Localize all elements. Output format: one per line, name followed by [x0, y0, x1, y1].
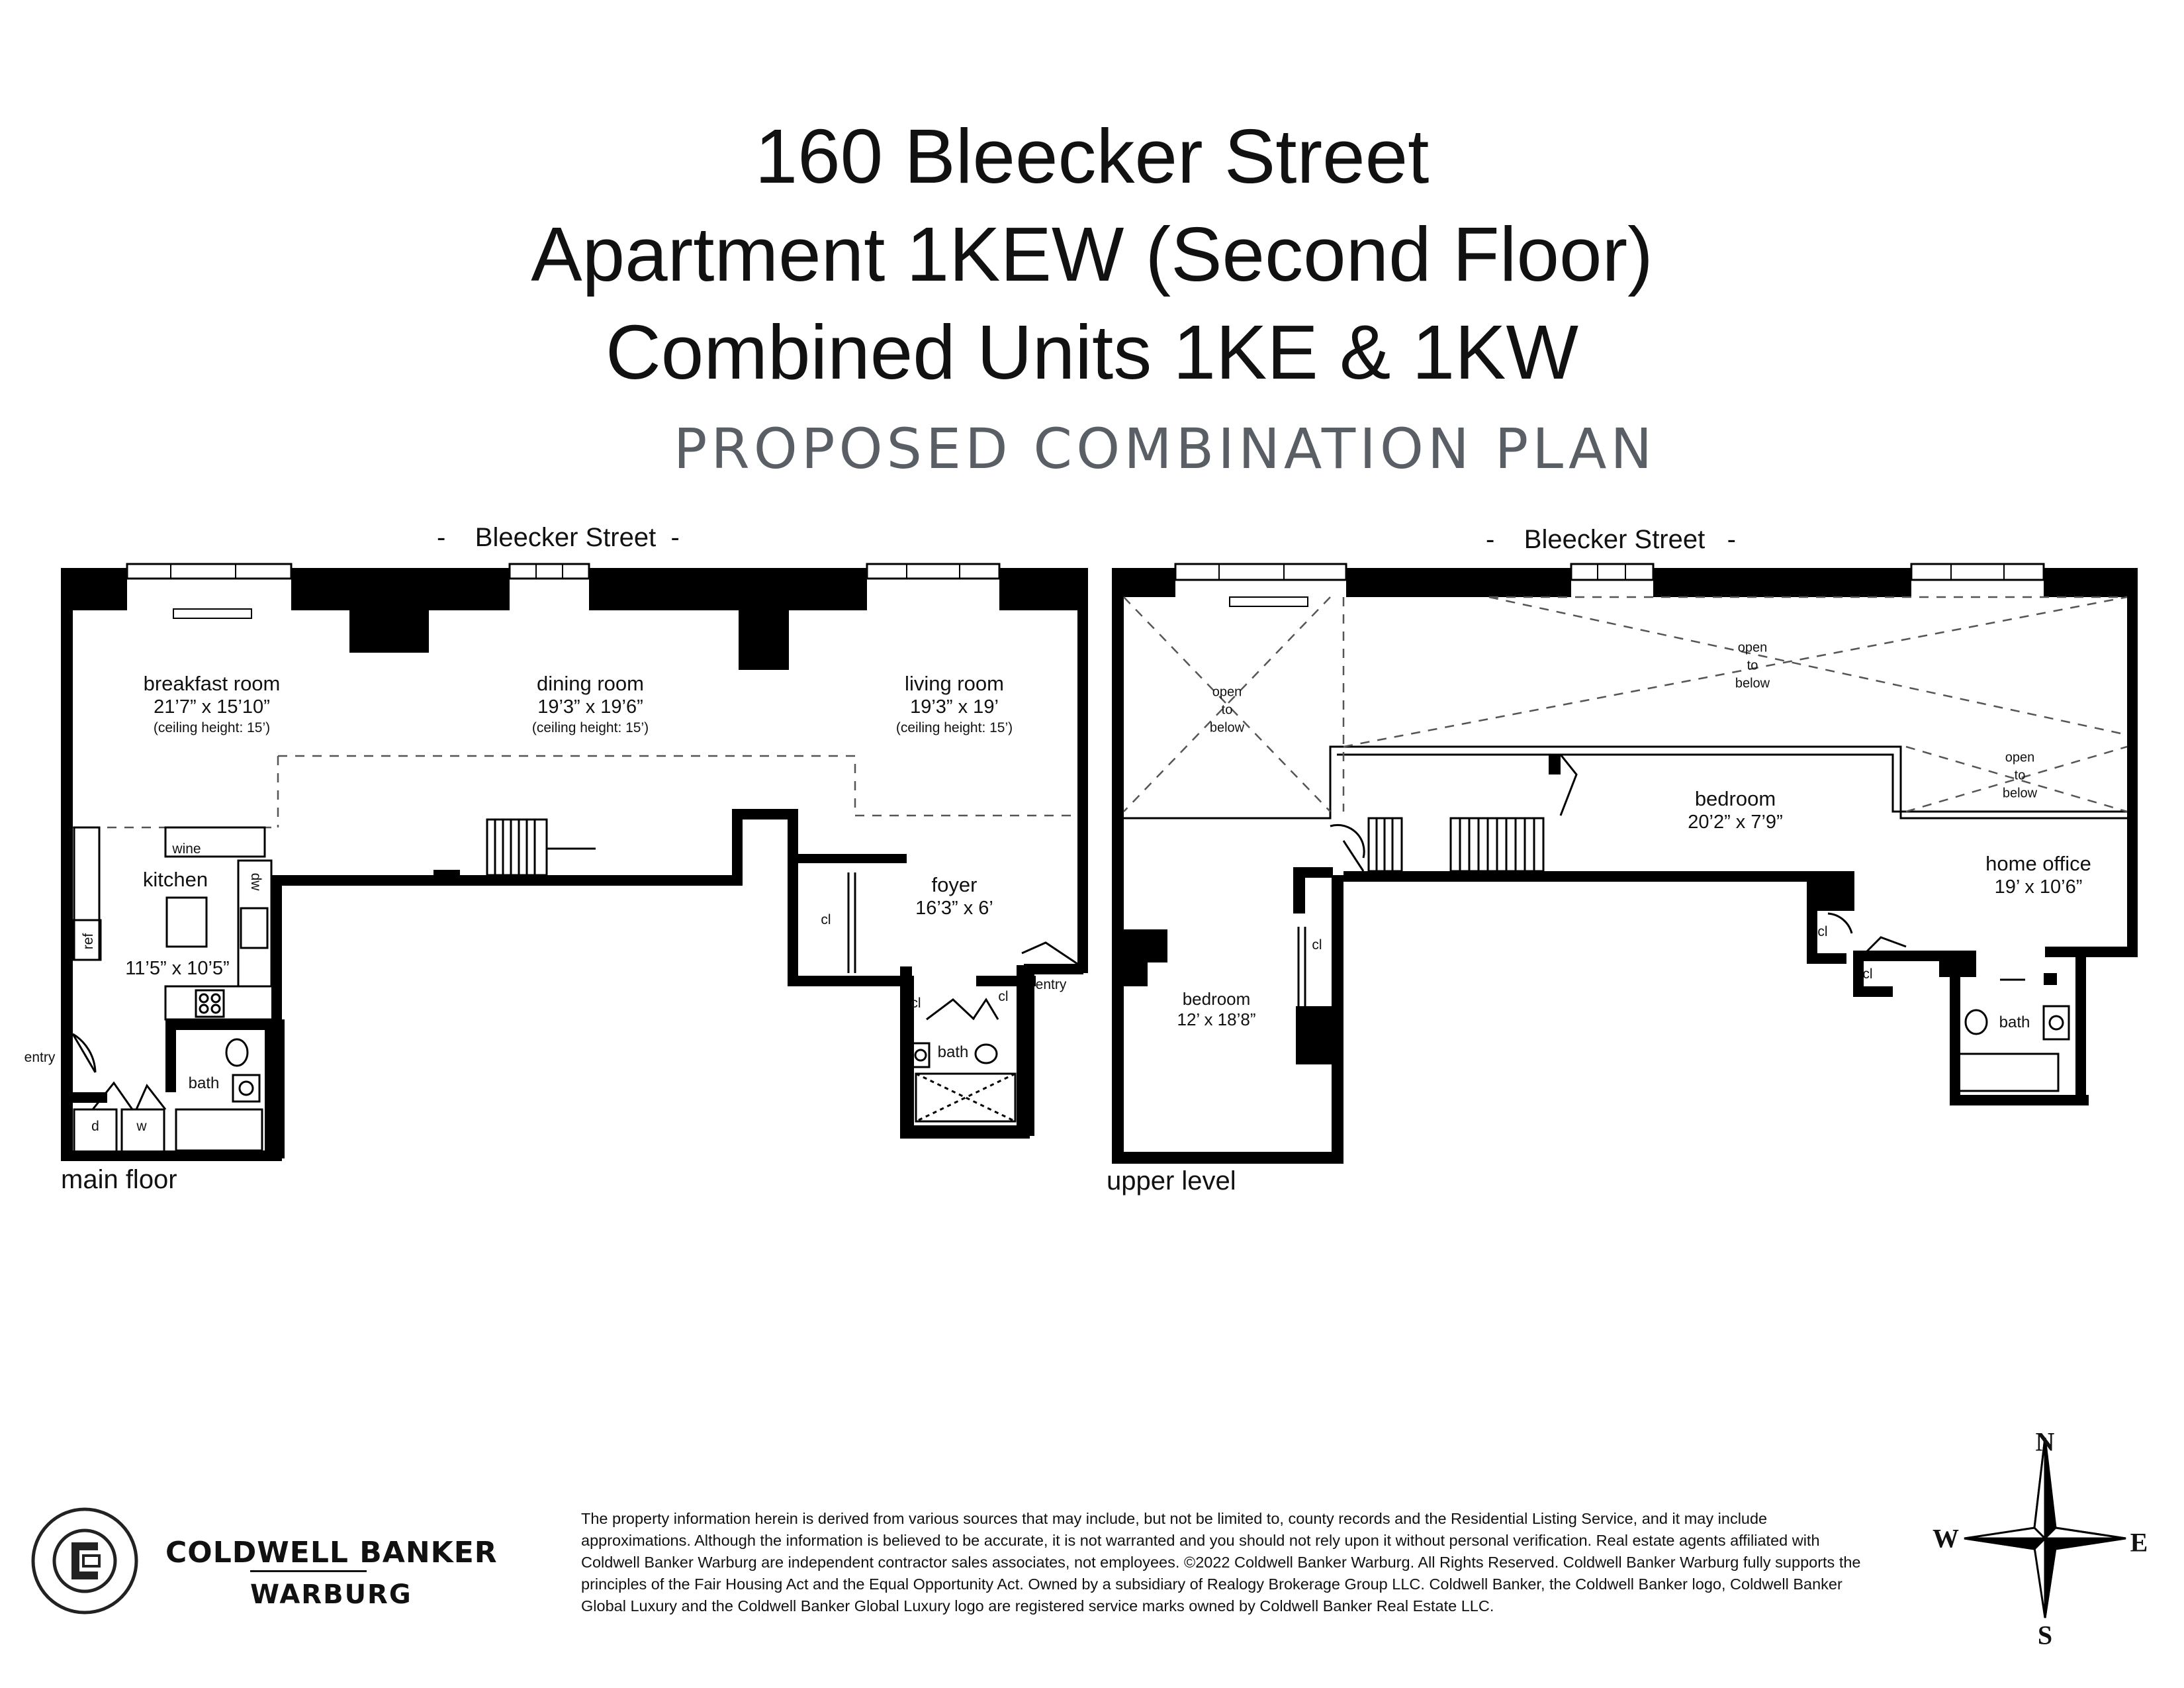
- below-word: below: [1209, 720, 1245, 735]
- room-kitchen-dims: 11’5” x 10’5”: [125, 957, 229, 980]
- compass-south: S: [2037, 1620, 2053, 1650]
- room-dims: 19’3” x 19’6”: [537, 696, 643, 718]
- room-dims: 20’2” x 7’9”: [1688, 812, 1783, 833]
- column-2: [739, 576, 789, 670]
- room-dims: 21’7” x 15’10”: [154, 696, 270, 718]
- room-name: breakfast room: [143, 672, 281, 695]
- disclaimer-text: The property information herein is deriv…: [581, 1510, 1861, 1615]
- title-line-1: 160 Bleecker Street: [754, 113, 1430, 199]
- room-name: foyer: [931, 873, 978, 896]
- compass-east: E: [2130, 1527, 2148, 1558]
- level-label-main: main floor: [61, 1165, 177, 1194]
- room-dims: 11’5” x 10’5”: [125, 958, 230, 979]
- open-word: open: [2005, 750, 2035, 765]
- room-name: kitchen: [142, 868, 208, 891]
- label-closet-foyer: cl: [821, 912, 831, 927]
- title-line-2: Apartment 1KEW (Second Floor): [531, 211, 1653, 297]
- room-dims: 19’3” x 19’: [910, 696, 999, 718]
- room-dining: dining room 19’3” x 19’6” (ceiling heigh…: [532, 671, 649, 737]
- plan-subtitle: PROPOSED COMBINATION PLAN: [673, 416, 1657, 481]
- open-word: open: [1737, 640, 1768, 655]
- room-name: bedroom: [1694, 787, 1776, 810]
- to-word: to: [2014, 768, 2026, 783]
- label-bath-right: bath: [937, 1043, 969, 1061]
- title-line-3: Combined Units 1KE & 1KW: [606, 309, 1578, 395]
- to-word: to: [1221, 702, 1233, 718]
- room-name: bedroom: [1182, 989, 1251, 1009]
- level-label-upper: upper level: [1107, 1166, 1236, 1196]
- label-entry-right: entry: [1035, 977, 1067, 992]
- room-foyer: foyer 16’3” x 6’: [915, 872, 993, 920]
- room-bedroom-main: bedroom 20’2” x 7’9”: [1688, 786, 1782, 834]
- main-right-wall: [1077, 568, 1088, 973]
- label-ref: ref: [81, 933, 96, 950]
- label-entry-left: entry: [24, 1050, 56, 1065]
- room-kitchen: kitchen: [143, 867, 208, 892]
- room-ceiling: (ceiling height: 15’): [531, 720, 649, 735]
- brand-name: COLDWELL BANKER: [165, 1536, 498, 1570]
- room-home-office: home office 19’ x 10’6”: [1985, 851, 2091, 899]
- open-to-below-2: open to below: [1735, 639, 1770, 693]
- room-ceiling: (ceiling height: 15’): [153, 720, 271, 735]
- upper-left-wall: [1112, 568, 1124, 1157]
- room-name: home office: [1985, 852, 2091, 875]
- below-word: below: [1735, 676, 1770, 691]
- label-closet-upper-a: cl: [1817, 924, 1828, 939]
- label-closet-upper-b: cl: [1862, 966, 1873, 982]
- upper-level-street-label: - Bleecker Street -: [1486, 525, 1736, 554]
- room-dims: 12’ x 18’8”: [1177, 1009, 1256, 1030]
- column-1: [349, 576, 429, 653]
- below-word: below: [2002, 786, 2038, 801]
- room-name: dining room: [537, 672, 644, 695]
- label-bath-upper: bath: [1999, 1013, 2030, 1031]
- room-bedroom-small: bedroom 12’ x 18’8”: [1177, 989, 1256, 1030]
- room-dims: 19’ x 10’6”: [1994, 876, 2083, 898]
- main-left-wall: [61, 568, 73, 1158]
- upper-bottom-wall: [1112, 1152, 1343, 1164]
- label-dishwasher: dw: [248, 872, 263, 891]
- brand-office: WARBURG: [250, 1579, 412, 1610]
- label-closet-b: cl: [998, 989, 1009, 1004]
- room-living: living room 19’3” x 19’ (ceiling height:…: [896, 671, 1013, 737]
- open-to-below-3: open to below: [2003, 749, 2037, 803]
- compass-west: W: [1933, 1523, 1959, 1554]
- room-breakfast: breakfast room 21’7” x 15’10” (ceiling h…: [144, 671, 281, 737]
- label-bath-left: bath: [188, 1074, 220, 1092]
- room-dims: 16’3” x 6’: [915, 898, 993, 919]
- room-ceiling: (ceiling height: 15’): [895, 720, 1013, 735]
- label-dryer: d: [91, 1119, 99, 1134]
- global-luxury-logo: [31, 1507, 138, 1615]
- room-name: living room: [905, 672, 1004, 695]
- compass-rose-icon: [1964, 1437, 2126, 1618]
- label-wine: wine: [172, 841, 201, 857]
- compass-north: N: [2035, 1427, 2055, 1457]
- to-word: to: [1747, 658, 1758, 673]
- open-word: open: [1212, 684, 1242, 700]
- label-washer: w: [136, 1119, 147, 1134]
- main-floor-street-label: - Bleecker Street -: [437, 523, 680, 552]
- label-closet-bedroom: cl: [1312, 937, 1322, 953]
- main-bottom-wall: [61, 1150, 282, 1161]
- label-closet-a: cl: [911, 996, 921, 1011]
- open-to-below-1: open to below: [1210, 684, 1244, 737]
